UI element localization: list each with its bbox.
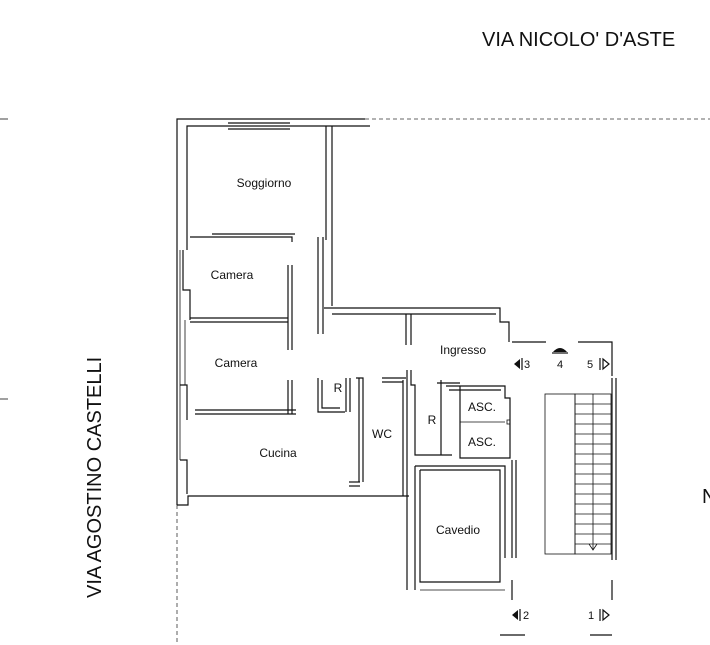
room-label-wc: WC bbox=[372, 427, 392, 441]
room-label-camera-lower: Camera bbox=[215, 356, 258, 370]
room-label-ascensore-upper: ASC. bbox=[468, 400, 496, 414]
marker-2-label: 2 bbox=[523, 610, 529, 622]
marker-3-label: 3 bbox=[524, 359, 530, 371]
marker-2: 2 bbox=[512, 609, 529, 622]
room-label-cucina: Cucina bbox=[259, 446, 297, 460]
street-label-top: VIA NICOLO' D'ASTE bbox=[482, 29, 675, 51]
marker-2-icon bbox=[512, 610, 518, 620]
marker-5-icon bbox=[602, 357, 610, 371]
marker-4: 4 bbox=[552, 348, 568, 371]
outer-walls bbox=[176, 118, 409, 506]
staircase-steps bbox=[544, 393, 612, 555]
room-label-ripostiglio-left: R bbox=[334, 381, 343, 395]
room-label-ascensore-lower: ASC. bbox=[468, 435, 496, 449]
marker-4-icon bbox=[553, 348, 567, 352]
room-label-cavedio: Cavedio bbox=[436, 523, 480, 537]
marker-5-label: 5 bbox=[587, 359, 593, 371]
marker-3-icon bbox=[514, 359, 520, 369]
room-label-ripostiglio-right: R bbox=[428, 413, 437, 427]
marker-1-label: 1 bbox=[588, 610, 594, 622]
room-label-ingresso: Ingresso bbox=[440, 343, 486, 357]
room-label-camera-upper: Camera bbox=[211, 268, 254, 282]
interior-walls bbox=[190, 126, 511, 591]
street-label-right: N bbox=[702, 486, 710, 508]
stair-block bbox=[500, 341, 617, 636]
marker-1: 1 bbox=[588, 608, 610, 622]
marker-3: 3 bbox=[514, 358, 530, 371]
marker-4-label: 4 bbox=[557, 359, 563, 371]
street-label-left: VIA AGOSTINO CASTELLI bbox=[84, 357, 106, 598]
marker-1-icon bbox=[602, 608, 610, 622]
room-label-soggiorno: Soggiorno bbox=[237, 176, 292, 190]
marker-5: 5 bbox=[587, 357, 610, 371]
